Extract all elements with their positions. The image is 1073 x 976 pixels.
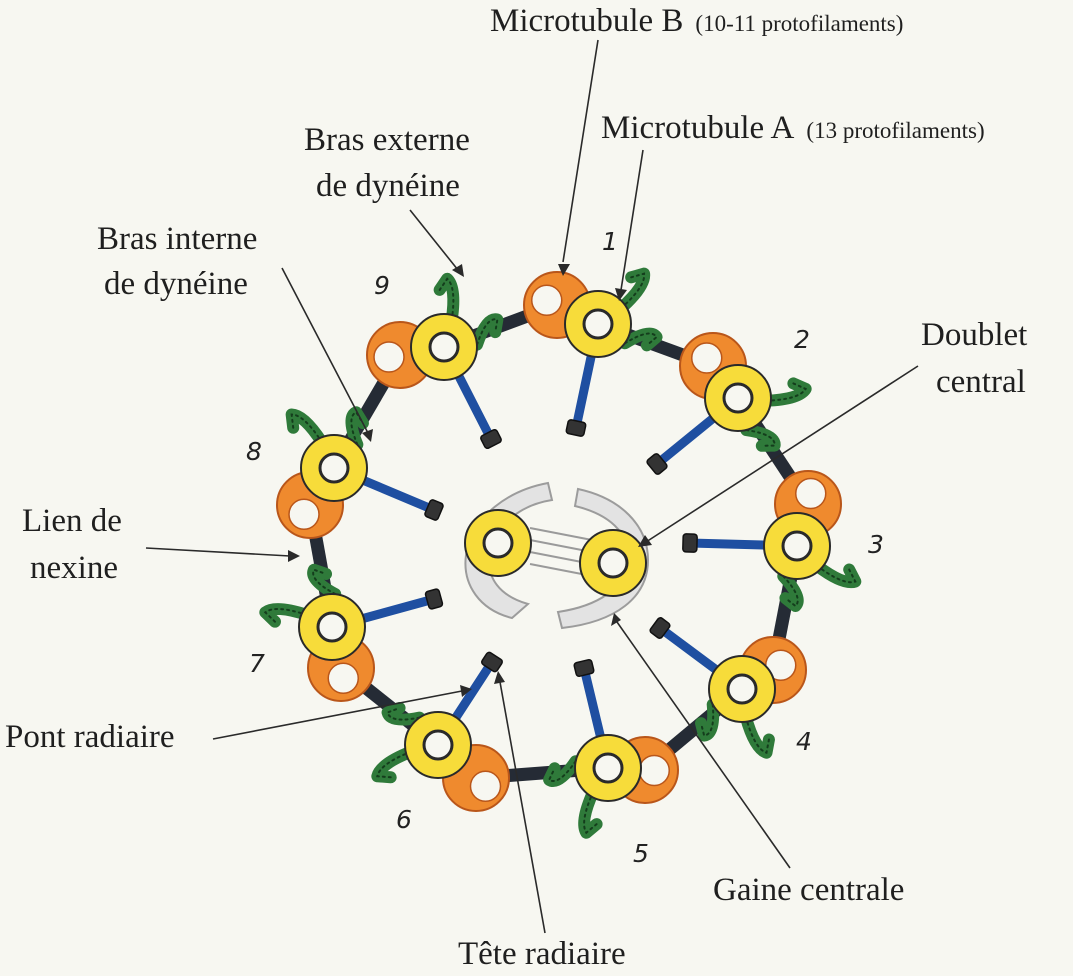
dynein-arm-inner-hatch-9 <box>476 318 499 346</box>
dynein-arm-outer-hatch-7 <box>263 608 308 623</box>
dynein-arm-outer-hatch-9 <box>438 277 455 321</box>
radial-head-4 <box>649 617 671 639</box>
doublet-8 <box>276 434 368 539</box>
label-microtubule-b: Microtubule B (10-11 protofilaments) <box>490 3 903 39</box>
dynein-arm-outer-hatch-4 <box>744 716 770 755</box>
dynein-arm-inner-hatch-7 <box>312 568 337 596</box>
doublet-number-4: 4 <box>796 727 812 756</box>
microtubule-a-lumen-3 <box>781 530 813 562</box>
doublet-number-9: 9 <box>374 271 390 300</box>
label-doublet-central-2: central <box>936 364 1026 400</box>
microtubule-a-lumen-4 <box>726 673 758 705</box>
doublet-4 <box>708 636 807 723</box>
dynein-arm-inner-6 <box>381 701 426 726</box>
dynein-arm-inner-hatch-8 <box>350 410 364 446</box>
dynein-arm-outer-6 <box>371 745 417 784</box>
doublet-3 <box>763 470 842 580</box>
dynein-arm-inner-hatch-1 <box>623 332 658 347</box>
radial-head-2 <box>646 453 668 475</box>
microtubule-a-lumen-1 <box>582 308 614 340</box>
central-microtubule-left <box>464 509 532 577</box>
label-bras-externe-1: Bras externe <box>304 122 470 158</box>
dynein-arm-inner-hatch-4 <box>700 703 715 737</box>
doublet-5 <box>574 734 679 804</box>
dynein-arm-outer-3 <box>811 559 862 589</box>
label-lien-nexine-2: nexine <box>30 550 118 586</box>
dynein-arm-outer-hatch-6 <box>376 750 412 779</box>
microtubule-a-lumen-6 <box>422 729 454 761</box>
dynein-arm-inner-hatch-2 <box>745 429 776 447</box>
doublet-number-7: 7 <box>249 649 265 678</box>
microtubule-a-lumen-9 <box>428 331 460 363</box>
microtubule-a-lumen-2 <box>722 382 754 414</box>
dynein-arm-inner-8 <box>345 406 369 451</box>
central-apparatus <box>464 481 650 630</box>
dynein-arm-inner-hatch-5 <box>547 760 577 782</box>
dynein-arm-outer-8 <box>285 408 328 449</box>
radial-head-9 <box>480 428 502 450</box>
label-doublet-central-1: Doublet <box>921 317 1027 353</box>
microtubule-b-lumen-2 <box>691 342 723 374</box>
dynein-arm-outer-hatch-1 <box>620 272 646 310</box>
dynein-arm-inner-hatch-6 <box>386 706 421 721</box>
doublet-number-5: 5 <box>633 839 649 868</box>
doublet-2 <box>679 332 772 432</box>
microtubule-b-lumen-6 <box>469 770 502 802</box>
dynein-arm-outer-hatch-3 <box>816 564 857 584</box>
dynein-arm-outer-hatch-5 <box>583 791 598 835</box>
radial-head-3 <box>682 533 698 553</box>
doublet-number-2: 2 <box>794 325 810 354</box>
leader-arrows <box>145 39 919 934</box>
central-microtubule-right <box>579 529 647 597</box>
doublet-number-6: 6 <box>396 805 412 834</box>
microtubule-b-lumen-3 <box>795 477 827 510</box>
doublet-1 <box>523 271 632 358</box>
doublet-number-8: 8 <box>246 437 262 466</box>
radial-head-5 <box>573 658 595 678</box>
microtubule-a-lumen-5 <box>592 752 624 784</box>
microtubule-b-lumen-7 <box>327 662 359 694</box>
doublet-number-3: 3 <box>868 530 884 559</box>
dynein-arm-outer-4 <box>739 711 775 759</box>
microtubule-a-lumen-7 <box>316 611 348 643</box>
doublet-9 <box>366 313 478 389</box>
doublet-number-1: 1 <box>602 227 618 256</box>
dynein-arm-outer-hatch-2 <box>765 382 808 402</box>
label-tete-radiaire: Tête radiaire <box>458 936 626 972</box>
dynein-arm-inner-7 <box>307 563 342 601</box>
label-gaine-centrale: Gaine centrale <box>713 872 904 908</box>
doublet-6 <box>404 711 510 812</box>
doublet-numbers: 1 2 3 4 5 6 7 8 9 <box>246 227 884 868</box>
radial-head-6 <box>481 651 503 673</box>
label-lien-nexine-1: Lien de <box>22 503 122 539</box>
microtubule-b-lumen-5 <box>638 754 670 787</box>
dynein-arms <box>259 267 862 839</box>
label-pont-radiaire: Pont radiaire <box>5 719 175 755</box>
microtubule-b-lumen-8 <box>288 498 320 530</box>
outer-doublets <box>276 271 842 812</box>
doublet-7 <box>298 593 375 702</box>
radial-head-1 <box>565 419 587 437</box>
dynein-arm-inner-hatch-3 <box>782 575 799 608</box>
radial-head-7 <box>424 588 444 610</box>
labels: Microtubule B (10-11 protofilaments) Mic… <box>5 3 1027 972</box>
microtubule-b-lumen-9 <box>373 341 405 373</box>
microtubule-b-lumen-1 <box>531 284 563 316</box>
label-bras-interne-1: Bras interne <box>97 221 257 257</box>
dynein-arm-outer-hatch-8 <box>290 413 323 444</box>
label-bras-externe-2: de dynéine <box>316 168 460 204</box>
radial-head-8 <box>424 499 444 521</box>
label-microtubule-a: Microtubule A (13 protofilaments) <box>601 110 985 146</box>
microtubule-a-lumen-8 <box>318 452 350 484</box>
label-bras-interne-2: de dynéine <box>104 266 248 302</box>
